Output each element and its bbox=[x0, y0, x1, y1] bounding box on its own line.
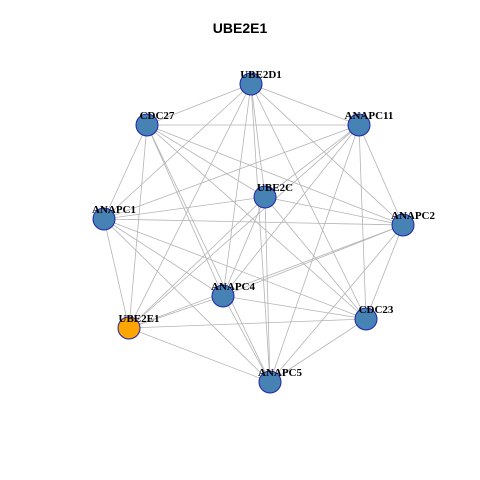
edge-ube2e1-anapc5 bbox=[128, 327, 271, 383]
node-label-anapc11: ANAPC11 bbox=[345, 110, 394, 122]
edge-anapc4-anapc5 bbox=[222, 295, 271, 383]
edge-ube2d1-anapc5 bbox=[250, 83, 271, 383]
edge-anapc2-cdc23 bbox=[365, 224, 404, 320]
node-ube2e1[interactable] bbox=[117, 316, 141, 340]
edge-anapc1-anapc2 bbox=[103, 218, 404, 226]
node-cdc23[interactable] bbox=[354, 307, 378, 331]
edge-anapc1-cdc23 bbox=[103, 218, 367, 320]
edge-anapc2-anapc4 bbox=[222, 224, 404, 297]
edge-cdc27-ube2c bbox=[146, 124, 266, 198]
edge-ube2d1-anapc4 bbox=[222, 83, 252, 297]
edge-ube2d1-cdc27 bbox=[146, 83, 252, 126]
edge-ube2d1-anapc11 bbox=[250, 83, 360, 126]
node-ube2c[interactable] bbox=[253, 185, 277, 209]
edge-cdc27-ube2e1 bbox=[128, 124, 148, 329]
edges-layer bbox=[103, 83, 404, 383]
edge-anapc1-anapc5 bbox=[103, 218, 271, 383]
node-label-cdc23: CDC23 bbox=[359, 304, 394, 316]
node-label-ube2e1: UBE2E1 bbox=[119, 313, 160, 325]
node-cdc27[interactable] bbox=[135, 113, 159, 137]
edge-anapc4-cdc23 bbox=[222, 295, 367, 320]
node-label-anapc4: ANAPC4 bbox=[211, 281, 255, 293]
edge-anapc11-anapc5 bbox=[269, 124, 360, 383]
node-label-anapc2: ANAPC2 bbox=[391, 210, 435, 222]
node-anapc4[interactable] bbox=[211, 284, 235, 308]
edge-anapc11-anapc1 bbox=[103, 124, 360, 220]
edge-ube2c-ube2e1 bbox=[128, 196, 266, 329]
graph-title: UBE2E1 bbox=[212, 20, 268, 36]
edge-anapc1-ube2e1 bbox=[103, 218, 130, 329]
edge-cdc27-anapc4 bbox=[146, 124, 224, 297]
edge-anapc11-anapc2 bbox=[358, 124, 404, 226]
node-anapc1[interactable] bbox=[92, 207, 116, 231]
edge-ube2c-anapc1 bbox=[103, 196, 266, 220]
edge-ube2d1-cdc23 bbox=[250, 83, 367, 320]
node-label-cdc27: CDC27 bbox=[140, 110, 175, 122]
node-ube2d1[interactable] bbox=[239, 72, 263, 96]
edge-cdc27-anapc2 bbox=[146, 124, 404, 226]
edge-anapc4-ube2e1 bbox=[128, 295, 224, 329]
edge-anapc1-anapc4 bbox=[103, 218, 224, 297]
node-anapc2[interactable] bbox=[391, 213, 415, 237]
node-label-anapc5: ANAPC5 bbox=[258, 367, 302, 379]
node-anapc11[interactable] bbox=[347, 113, 371, 137]
node-anapc5[interactable] bbox=[258, 370, 282, 394]
edge-anapc11-ube2c bbox=[264, 124, 360, 198]
edge-ube2c-anapc5 bbox=[264, 196, 271, 383]
edge-ube2c-anapc4 bbox=[222, 196, 266, 297]
edge-cdc27-anapc5 bbox=[146, 124, 271, 383]
node-label-ube2d1: UBE2D1 bbox=[240, 69, 282, 81]
edge-anapc11-cdc23 bbox=[358, 124, 367, 320]
edge-cdc23-anapc5 bbox=[269, 318, 367, 383]
nodes-layer bbox=[92, 72, 415, 394]
edge-ube2d1-anapc2 bbox=[250, 83, 404, 226]
edge-ube2e1-cdc23 bbox=[128, 318, 367, 329]
edge-ube2d1-ube2c bbox=[250, 83, 266, 198]
edge-anapc2-anapc5 bbox=[269, 224, 404, 383]
edge-anapc11-anapc4 bbox=[222, 124, 360, 297]
edge-anapc11-ube2e1 bbox=[128, 124, 360, 329]
edge-anapc2-ube2e1 bbox=[128, 224, 404, 329]
node-label-anapc1: ANAPC1 bbox=[92, 204, 136, 216]
edge-ube2c-anapc2 bbox=[264, 196, 404, 226]
node-label-ube2c: UBE2C bbox=[257, 182, 293, 194]
edge-cdc27-anapc1 bbox=[103, 124, 148, 220]
